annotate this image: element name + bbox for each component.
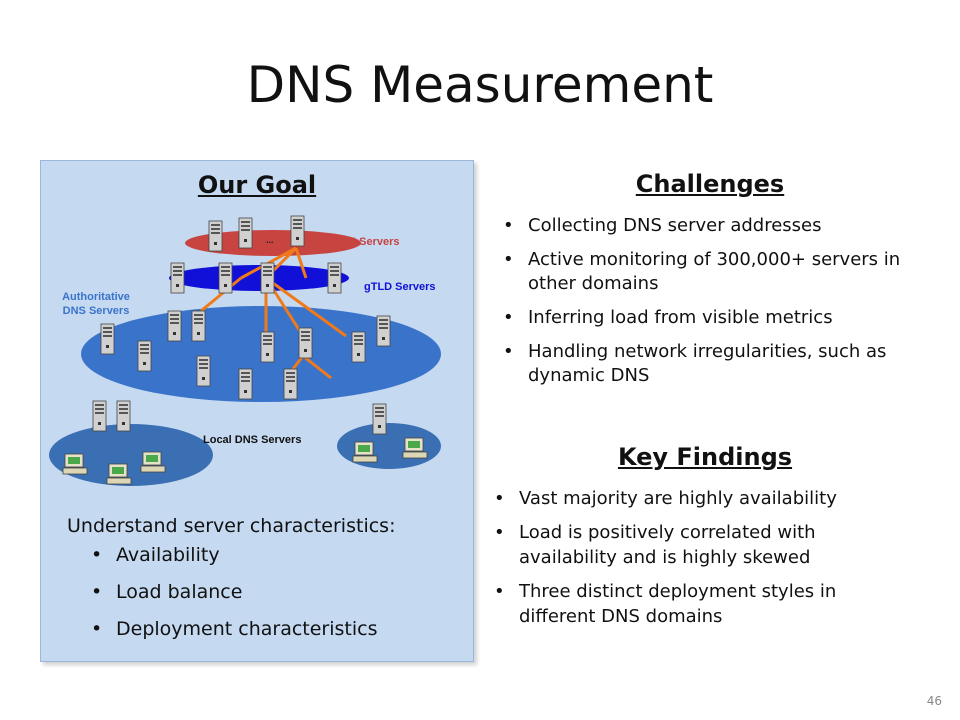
findings-heading: Key Findings bbox=[617, 443, 793, 471]
dns-hierarchy-diagram: ... Root Servers gTLD Servers Authoritat… bbox=[49, 215, 441, 486]
root-servers-label: Root Servers bbox=[331, 236, 399, 248]
goal-bullet: Deployment characteristics bbox=[91, 617, 378, 654]
goal-intro: Understand server characteristics: bbox=[67, 515, 396, 537]
goal-bullet: Availability bbox=[91, 543, 378, 580]
root-ellipsis: ... bbox=[266, 235, 274, 245]
finding-item: Three distinct deployment styles in diff… bbox=[492, 579, 912, 629]
challenge-item: Inferring load from visible metrics bbox=[500, 306, 920, 330]
challenges-heading: Challenges bbox=[635, 170, 785, 198]
slide-title: DNS Measurement bbox=[246, 56, 714, 114]
challenge-item: Active monitoring of 300,000+ servers in… bbox=[500, 248, 920, 296]
local-dns-label: Local DNS Servers bbox=[203, 434, 301, 446]
finding-item: Load is positively correlated with avail… bbox=[492, 520, 912, 570]
challenges-list: Collecting DNS server addresses Active m… bbox=[500, 214, 920, 398]
challenge-item: Collecting DNS server addresses bbox=[500, 214, 920, 238]
challenge-item: Handling network irregularities, such as… bbox=[500, 340, 920, 388]
finding-item: Vast majority are highly availability bbox=[492, 486, 912, 511]
auth-label-line2: DNS Servers bbox=[63, 305, 130, 317]
local-dns-ellipse-left bbox=[49, 424, 213, 486]
goal-bullet: Load balance bbox=[91, 580, 378, 617]
goal-panel: Our Goal bbox=[40, 160, 474, 662]
page-number: 46 bbox=[926, 694, 942, 708]
goal-heading: Our Goal bbox=[197, 171, 317, 199]
auth-label-line1: Authoritative bbox=[62, 291, 130, 303]
goal-bullet-list: Availability Load balance Deployment cha… bbox=[91, 543, 378, 654]
findings-list: Vast majority are highly availability Lo… bbox=[492, 486, 912, 638]
root-ellipse bbox=[185, 230, 361, 256]
gtld-servers-label: gTLD Servers bbox=[364, 281, 436, 293]
